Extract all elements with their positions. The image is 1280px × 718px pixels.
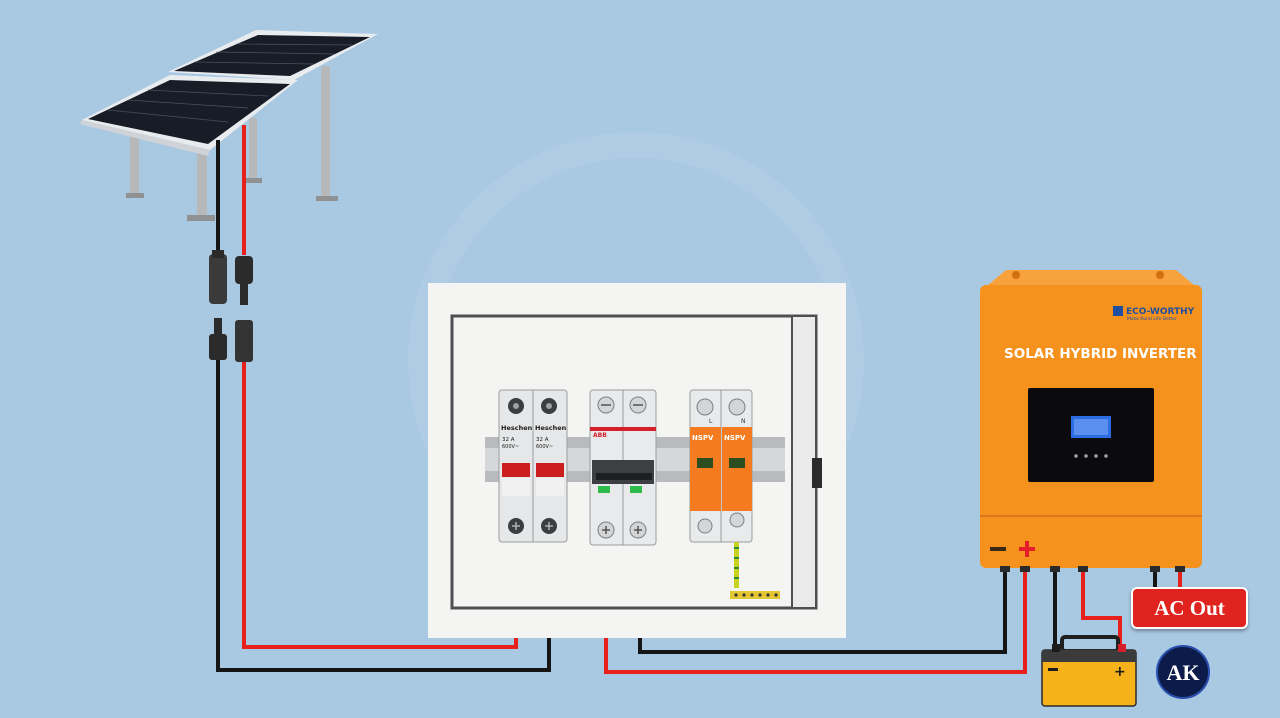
battery-positive-wire [1081,568,1122,648]
ak-logo: AK [1156,645,1210,699]
spd-terminal-l: L [709,418,713,425]
battery: + [1041,635,1137,707]
spd-terminal-n: N [741,418,746,425]
fuse-rating-right: 32 A [536,437,549,443]
dc-breaker: ABB [589,389,657,546]
solar-panel-array [80,30,378,221]
fuse-rating-left: 32 A [502,437,515,443]
mc4-connectors [209,250,253,362]
fuse-brand-left: Heschen [501,424,533,432]
hybrid-inverter: ECO-WORTHY Make Rural Life Better SOLAR … [980,270,1202,572]
surge-protector: L N NSPV NSPV [689,389,780,599]
inverter-brand: ECO-WORTHY [1126,307,1195,317]
battery-plus: + [1114,664,1126,680]
ac-out-label: AC Out [1131,587,1248,629]
fuse-voltage-right: 600V~ [536,444,553,450]
spd-brand-left: NSPV [692,434,714,442]
fuse-voltage-left: 600V~ [502,444,519,450]
breaker-brand: ABB [593,432,607,439]
spd-brand-right: NSPV [724,434,746,442]
fuse-brand-right: Heschen [535,424,567,432]
ak-logo-text: AK [1167,660,1200,685]
dc-fuse-holder: Heschen Heschen 32 A 32 A 600V~ 600V~ [498,389,568,543]
inverter-title: SOLAR HYBRID INVERTER [1004,346,1197,362]
inverter-tagline: Make Rural Life Better [1127,316,1177,322]
